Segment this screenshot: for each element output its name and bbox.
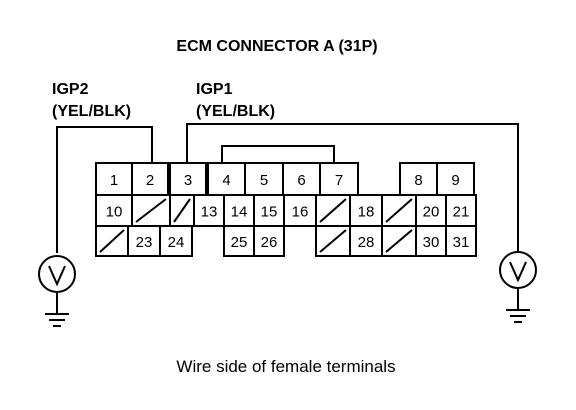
terminal-cell — [445, 194, 477, 227]
terminal-number: 9 — [451, 172, 459, 189]
left-ground-icon — [45, 292, 69, 327]
connector-key — [221, 145, 335, 163]
terminal-cell — [445, 225, 477, 257]
empty-cavity-mark — [135, 198, 167, 223]
terminal-cell — [436, 162, 475, 196]
empty-cavity-mark — [319, 198, 347, 223]
caption: Wire side of female terminals — [176, 357, 395, 376]
terminal-number: 25 — [231, 234, 248, 251]
terminal-cell — [95, 194, 133, 227]
terminal-cell — [282, 162, 321, 196]
igp1-probe-wire — [186, 123, 519, 253]
terminal-number: 24 — [168, 234, 185, 251]
terminal-number: 15 — [261, 204, 278, 221]
terminal-cell — [159, 225, 193, 257]
empty-cavity-mark — [385, 198, 413, 223]
terminal-number: 2 — [146, 172, 154, 189]
terminal-number: 7 — [335, 172, 343, 189]
terminal-number: 26 — [261, 234, 278, 251]
igp1-label: IGP1 — [196, 81, 233, 98]
terminal-number: 14 — [231, 204, 248, 221]
terminal-number: 30 — [423, 234, 440, 251]
empty-cavity-mark — [173, 198, 191, 223]
terminal-cell — [253, 194, 285, 227]
diagram-title: ECM CONNECTOR A (31P) — [176, 38, 377, 55]
terminal-number: 20 — [423, 204, 440, 221]
terminal-number: 18 — [358, 204, 375, 221]
terminal-number: 23 — [136, 234, 153, 251]
terminal-cell — [349, 194, 383, 227]
left-voltmeter-icon — [38, 255, 76, 293]
terminal-cell — [207, 162, 246, 196]
terminal-number: 10 — [106, 204, 123, 221]
igp2-wire-color: (YEL/BLK) — [52, 103, 131, 120]
terminal-number: 28 — [358, 234, 375, 251]
terminal-cell — [169, 162, 207, 196]
terminal-number: 21 — [453, 204, 470, 221]
empty-cavity-mark — [385, 229, 413, 253]
right-ground-icon — [506, 288, 530, 323]
terminal-cell — [223, 225, 255, 257]
terminal-cell — [283, 194, 317, 227]
terminal-number: 5 — [260, 172, 268, 189]
terminal-cell — [319, 162, 359, 196]
igp1-wire-color: (YEL/BLK) — [196, 103, 275, 120]
terminal-number: 6 — [297, 172, 305, 189]
igp2-probe-wire — [56, 126, 153, 253]
terminal-number: 13 — [201, 204, 218, 221]
terminal-number: 4 — [222, 172, 230, 189]
terminal-number: 3 — [184, 172, 192, 189]
terminal-number: 16 — [292, 204, 309, 221]
empty-cavity-mark — [99, 229, 125, 253]
terminal-number: 8 — [414, 172, 422, 189]
igp2-label: IGP2 — [52, 81, 89, 98]
right-voltmeter-icon — [499, 251, 537, 289]
terminal-number: 31 — [453, 234, 470, 251]
empty-cavity-mark — [319, 229, 347, 253]
terminal-cell — [415, 225, 447, 257]
terminal-number: 1 — [110, 172, 118, 189]
terminal-cell — [253, 225, 285, 257]
